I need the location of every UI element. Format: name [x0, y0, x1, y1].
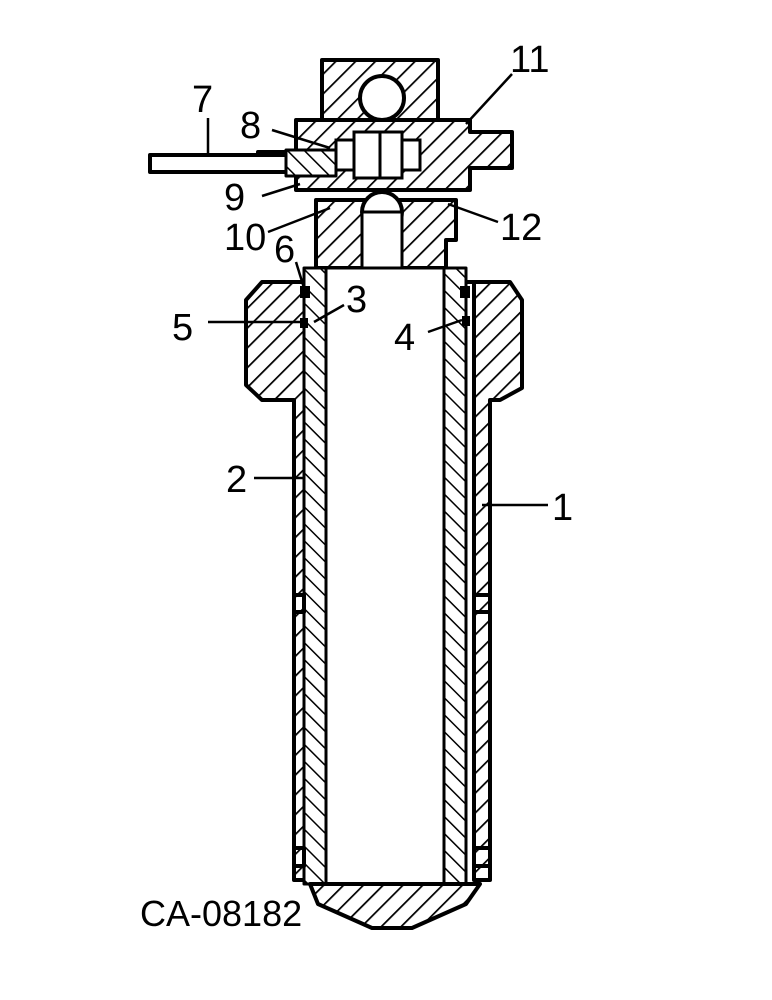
callout-7: 7: [192, 79, 213, 121]
inner-sleeve: [302, 266, 468, 886]
callout-12: 12: [500, 207, 542, 249]
brake-line: [148, 148, 338, 178]
callout-4: 4: [394, 317, 415, 359]
joint-notches: [294, 593, 490, 868]
seals: [300, 286, 470, 328]
callout-6: 6: [274, 229, 295, 271]
callout-3: 3: [346, 279, 367, 321]
callout-10: 10: [224, 217, 266, 259]
leader-lines: [206, 73, 548, 507]
catalog-number: CA-08182: [140, 893, 302, 934]
callout-5: 5: [172, 307, 193, 349]
callout-2: 2: [226, 459, 247, 501]
bottom-plug: [308, 882, 482, 930]
callout-8: 8: [240, 105, 261, 147]
callouts: 7 8 9 10 6 11 12 3 5 4 2 1: [172, 39, 573, 529]
callout-1: 1: [552, 487, 573, 529]
callout-9: 9: [224, 177, 245, 219]
callout-11: 11: [510, 39, 549, 81]
valve-stem: [314, 190, 458, 270]
